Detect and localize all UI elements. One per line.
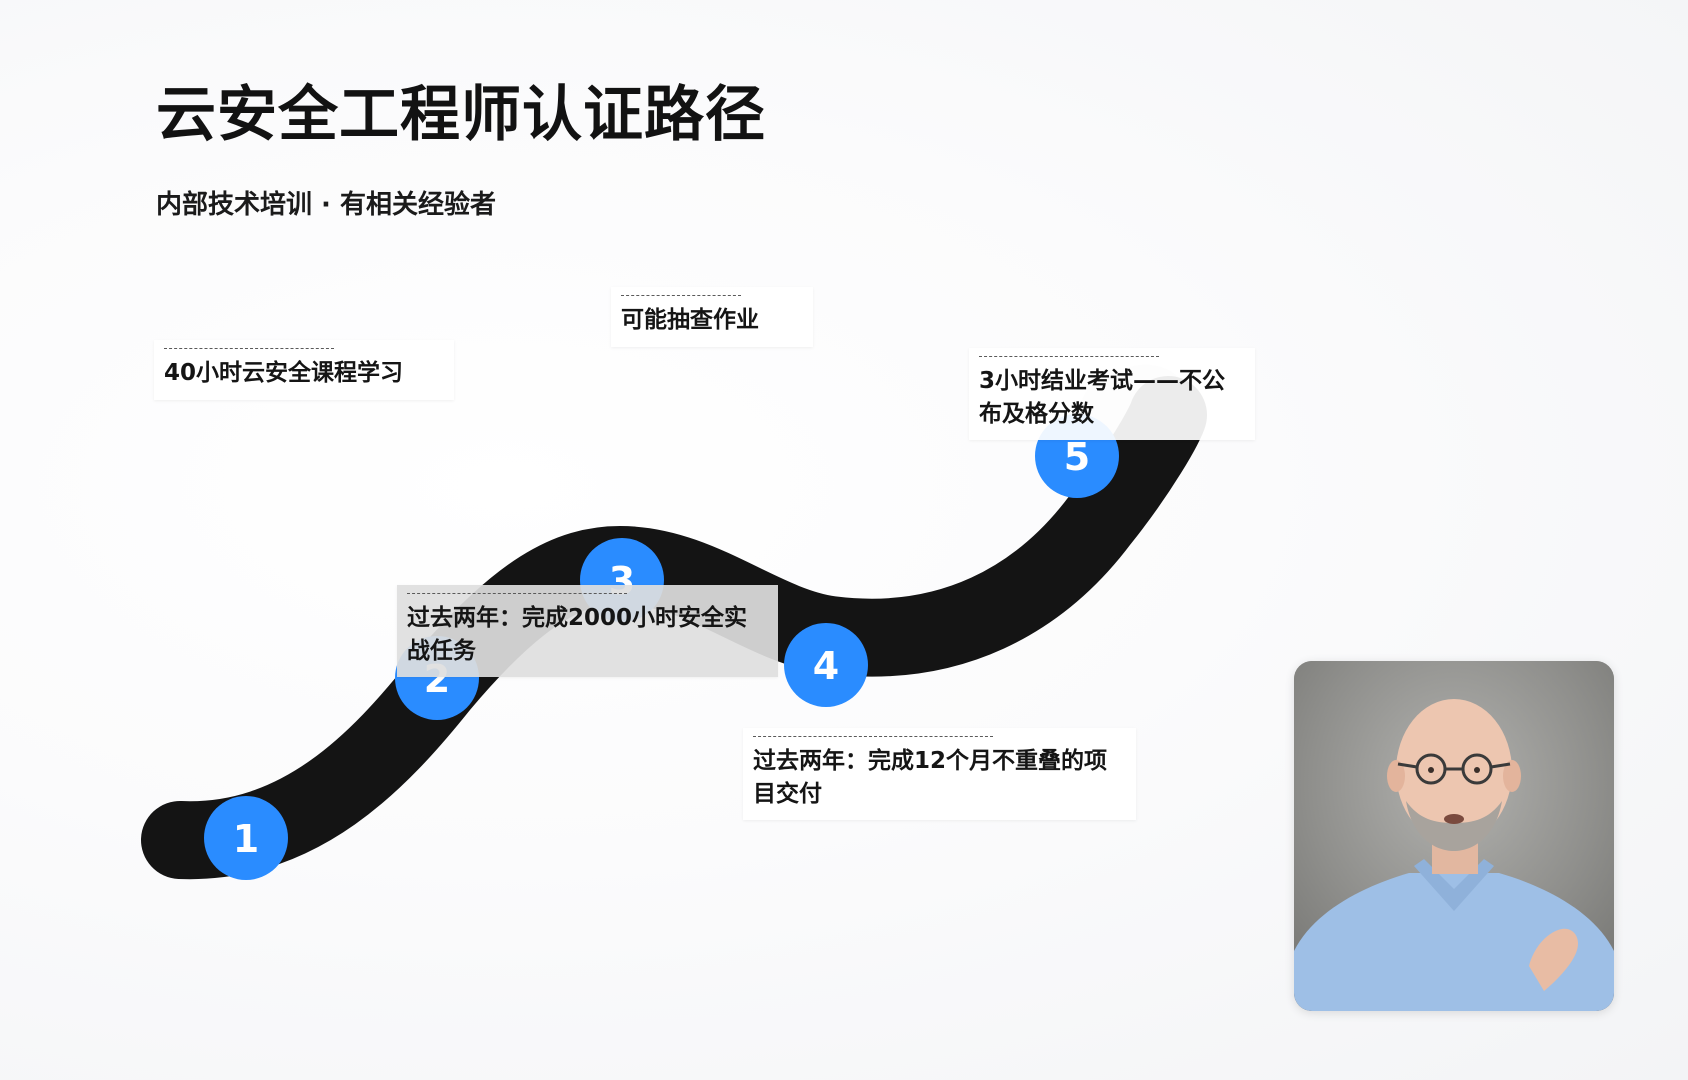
presenter-glasses bbox=[1397, 753, 1511, 785]
milestone-number: 4 bbox=[813, 644, 839, 688]
milestone-circle bbox=[204, 796, 288, 880]
milestone-callout-2: 过去两年：完成2000小时安全实战任务 bbox=[397, 585, 778, 678]
milestone-number: 5 bbox=[1064, 435, 1090, 479]
milestone-callout-4: 过去两年：完成12个月不重叠的项目交付 bbox=[743, 728, 1136, 821]
milestone-circle bbox=[784, 623, 868, 707]
presenter-head bbox=[1396, 699, 1512, 843]
callout-dash bbox=[621, 295, 741, 296]
callout-dash bbox=[753, 736, 993, 737]
callout-text: 过去两年：完成12个月不重叠的项目交付 bbox=[753, 748, 1108, 807]
slide-subtitle: 内部技术培训 · 有相关经验者 bbox=[156, 190, 496, 220]
milestone-marker-1[interactable]: 1 bbox=[204, 796, 288, 880]
presenter-hand bbox=[1529, 928, 1579, 991]
milestone-callout-3: 可能抽查作业 bbox=[611, 287, 813, 347]
milestone-callout-5: 3小时结业考试——不公布及格分数 bbox=[969, 348, 1255, 441]
callout-dash bbox=[164, 348, 334, 349]
callout-text: 过去两年：完成2000小时安全实战任务 bbox=[407, 605, 748, 664]
callout-text: 40小时云安全课程学习 bbox=[164, 360, 404, 386]
presenter-video-tile[interactable] bbox=[1294, 661, 1614, 1011]
milestone-marker-4[interactable]: 4 bbox=[784, 623, 868, 707]
presenter-avatar-illustration bbox=[1294, 661, 1614, 1011]
slide-title: 云安全工程师认证路径 bbox=[156, 80, 766, 150]
presenter-shirt bbox=[1294, 873, 1614, 1011]
callout-text: 可能抽查作业 bbox=[621, 307, 759, 333]
milestone-callout-1: 40小时云安全课程学习 bbox=[154, 340, 454, 400]
milestone-number: 1 bbox=[233, 817, 259, 861]
presenter-beard bbox=[1406, 801, 1502, 851]
callout-text: 3小时结业考试——不公布及格分数 bbox=[979, 368, 1226, 427]
callout-dash bbox=[407, 593, 627, 594]
callout-dash bbox=[979, 356, 1159, 357]
road-curve bbox=[141, 376, 1207, 880]
